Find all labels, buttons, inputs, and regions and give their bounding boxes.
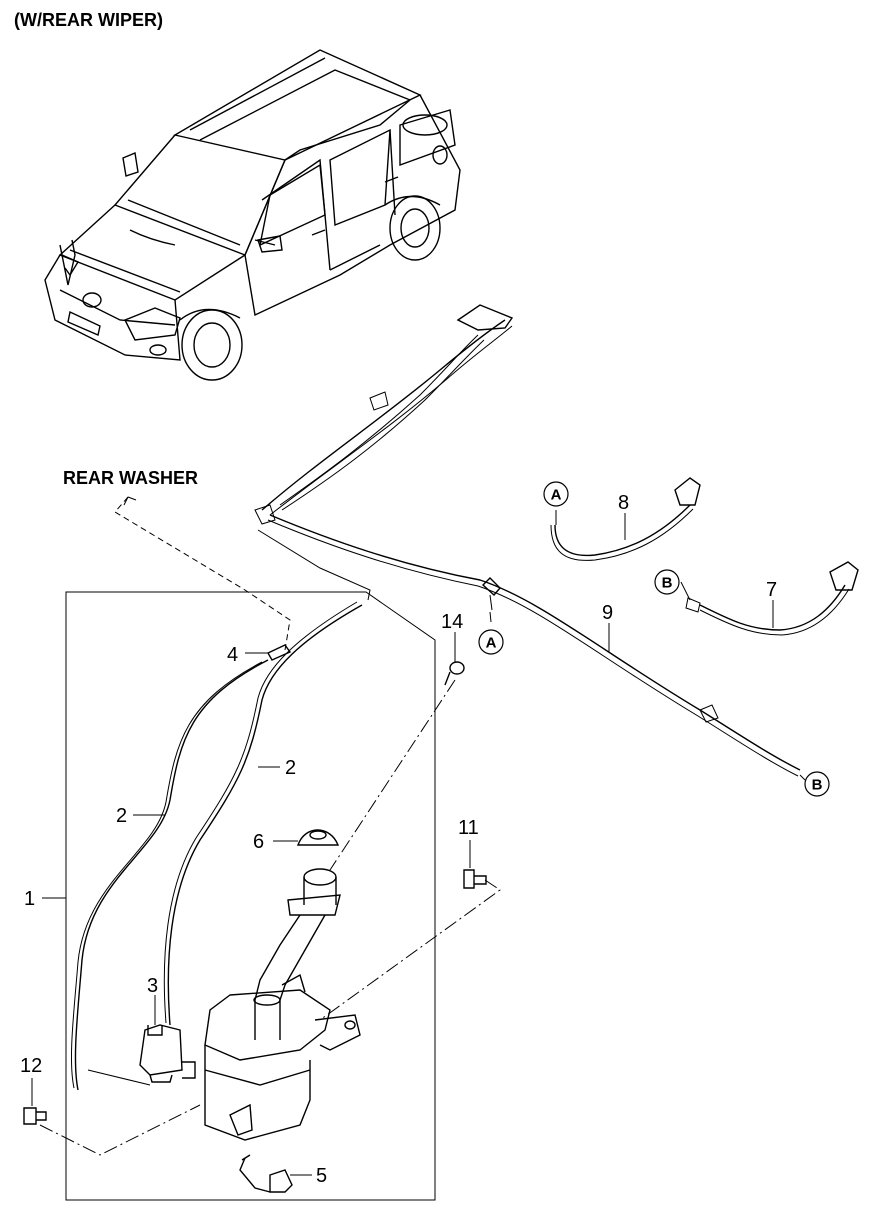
connector-a-top: A: [543, 481, 569, 507]
connector-a-top-label: A: [551, 487, 562, 504]
washer-reservoir: [204, 868, 361, 1141]
callout-14: 14: [441, 611, 463, 633]
hose-9: [269, 514, 801, 771]
leader-14-to-reservoir: [329, 679, 456, 871]
callout-8: 8: [618, 492, 629, 514]
washer-pump-3: [139, 1024, 196, 1083]
diagram-title: (W/REAR WIPER): [14, 10, 163, 30]
grommet-14: [444, 661, 465, 686]
callout-11: 11: [458, 817, 479, 839]
connector-b-end: B: [804, 771, 830, 797]
callout-3: 3: [147, 975, 158, 997]
hose-8: [554, 504, 691, 557]
bolt-12: [23, 1107, 47, 1125]
callout-7: 7: [766, 579, 777, 601]
leader-12: [39, 1104, 201, 1156]
connector-a-mid-label: A: [486, 635, 497, 652]
connector-4: [267, 644, 292, 661]
connector-b-end-label: B: [812, 777, 823, 794]
hose-2-right: [167, 604, 363, 1026]
leader-11: [319, 879, 501, 1021]
reservoir-cap-6: [297, 829, 340, 846]
callout-5: 5: [316, 1165, 327, 1187]
nozzle-8: [674, 477, 701, 506]
rear-nozzle-upper: [456, 304, 514, 331]
callout-6: 6: [253, 831, 264, 853]
hose-upper-branch: [261, 319, 506, 511]
connector-b-top: B: [654, 569, 680, 595]
rear-washer-route-line: [114, 496, 291, 651]
callout-12: 12: [20, 1055, 42, 1077]
reservoir-assembly-box: [65, 591, 436, 1201]
rear-washer-arrow: [123, 496, 137, 506]
callout-2-left: 2: [116, 805, 127, 827]
hose-2-left: [74, 659, 269, 1091]
bolt-11: [463, 869, 487, 889]
nozzle-7: [829, 561, 859, 591]
hose-joint-mid: [481, 577, 501, 597]
rear-washer-label: REAR WASHER: [63, 468, 199, 488]
level-sensor-5: [239, 1154, 293, 1193]
connector-b-top-label: B: [662, 575, 673, 592]
hose-7: [699, 584, 846, 631]
hose-bracket-left: [254, 504, 276, 525]
callout-9: 9: [602, 602, 613, 624]
vehicle-illustration: [44, 49, 461, 381]
callout-leaders: [31, 510, 806, 1176]
callout-1: 1: [24, 888, 35, 910]
callout-2-right: 2: [285, 757, 296, 779]
connector-a-mid: A: [478, 629, 504, 655]
callout-4: 4: [227, 644, 238, 666]
